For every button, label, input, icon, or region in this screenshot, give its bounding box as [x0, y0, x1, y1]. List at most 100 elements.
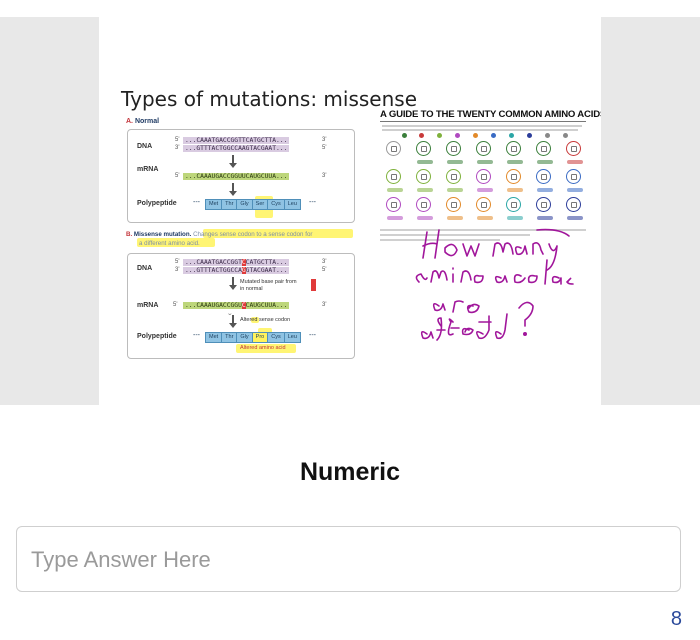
amino-acid: Gly: [237, 333, 253, 342]
note-line: in normal: [240, 286, 263, 292]
amino-acid: Thr: [222, 200, 238, 209]
dna-3-prime: 3': [175, 145, 180, 151]
chain-dash-right: ---: [309, 199, 316, 206]
structure-circle: [506, 169, 521, 184]
structure-label-bar: [537, 160, 553, 164]
dna-template-strand: ...GTTTACTGGCCAAGTACGAAT...: [183, 145, 290, 152]
guide-subtitle-line: [382, 125, 582, 127]
dna-5-prime-end: 5': [322, 145, 327, 151]
structure-circle: [506, 141, 521, 156]
structure-label-bar: [387, 188, 403, 192]
structure-circle: [566, 141, 581, 156]
structure-label-bar: [417, 216, 433, 220]
structure-circle: [446, 197, 461, 212]
structure-label-bar: [417, 160, 433, 164]
dna-label: DNA: [137, 143, 153, 150]
structure-label-bar: [447, 160, 463, 164]
dna-5-prime: 5': [175, 137, 180, 143]
altered-amino-acid: Pro: [252, 333, 269, 342]
structure-circle: [476, 169, 491, 184]
section-description-cont: a different amino acid.: [139, 240, 200, 247]
structure-label-bar: [447, 216, 463, 220]
dna-5-prime: 5': [175, 259, 180, 265]
highlighter-mark: [236, 344, 296, 353]
section-b-label: B. Missense mutation. Changes sense codo…: [126, 230, 312, 239]
structure-circle: [566, 169, 581, 184]
mutant-mrna-strand: ...CAAAUGACCGGUCCAUGCUUA...: [183, 302, 290, 309]
question-type-label: Numeric: [299, 458, 401, 486]
guide-footnote-line: [380, 239, 500, 241]
legend-dot: [545, 133, 550, 138]
structure-circle: [446, 169, 461, 184]
structure-circle: [386, 141, 401, 156]
legend-dot: [419, 133, 424, 138]
structure-circle: [386, 197, 401, 212]
highlighter-mark: [251, 317, 259, 323]
altered-codon-note: Altered sense codon: [240, 317, 291, 323]
structure-label-bar: [507, 160, 523, 164]
mrna-strand: ...CAAAUGACCGGUUCAUGCUUA...: [183, 173, 290, 180]
legend-dot: [563, 133, 568, 138]
amino-acid: Leu: [287, 334, 297, 340]
structure-circle: [416, 169, 431, 184]
structure-label-bar: [447, 188, 463, 192]
structure-circle: [446, 141, 461, 156]
section-name: Normal: [134, 118, 160, 125]
missense-panel: DNA 5' 3' ...CAAATGACCGGTCCATGCTTA... ..…: [127, 253, 355, 359]
structure-label-bar: [567, 216, 583, 220]
structure-circle: [416, 141, 431, 156]
structure-label-bar: [477, 188, 493, 192]
structure-circle: [566, 197, 581, 212]
slide-image: Types of mutations: missense A. Normal D…: [99, 17, 601, 405]
structure-label-bar: [417, 188, 433, 192]
guide-divider: [380, 121, 586, 122]
amino-acid: Cys: [268, 333, 285, 342]
amino-acid-guide-title: A GUIDE TO THE TWENTY COMMON AMINO ACIDS: [380, 109, 601, 120]
amino-acid: Met: [206, 333, 223, 342]
legend-dot: [473, 133, 478, 138]
answer-field-container[interactable]: [16, 526, 681, 592]
mrna-label: mRNA: [137, 302, 159, 309]
mutated-base-pair-swatch: [311, 279, 316, 291]
dna-3-prime-end: 3': [322, 259, 327, 265]
structure-label-bar: [507, 188, 523, 192]
structure-circle: [506, 197, 521, 212]
mutated-base-note: Mutated base pair from in normal: [240, 279, 297, 293]
mutated-base: G: [241, 267, 246, 274]
amino-acid: Leu: [287, 201, 297, 207]
guide-footnote-line: [380, 229, 586, 231]
amino-acid: Gly: [237, 200, 253, 209]
section-letter: B.: [126, 231, 133, 238]
structure-label-bar: [567, 160, 583, 164]
structure-label-bar: [537, 216, 553, 220]
dna-coding-strand: ...CAAATGACCGGTTCATGCTTA...: [183, 137, 290, 144]
mutant-dna-coding-strand: ...CAAATGACCGGTCCATGCTTA...: [183, 259, 290, 266]
highlighter-mark: [203, 229, 353, 238]
structure-label-bar: [477, 160, 493, 164]
note-line: Mutated base pair from: [240, 279, 297, 285]
answer-input[interactable]: [29, 539, 653, 581]
legend-dot: [527, 133, 532, 138]
normal-panel: DNA 5' 3' ...CAAATGACCGGTTCATGCTTA... ..…: [127, 129, 355, 223]
strand-segment: ...CAAAUGACCGGU: [185, 302, 242, 309]
structure-label-bar: [507, 216, 523, 220]
mrna-3-prime: 3': [322, 173, 327, 179]
translation-arrow: [229, 315, 237, 328]
legend-dot: [455, 133, 460, 138]
structure-label-bar: [477, 216, 493, 220]
amino-acid: Thr: [222, 333, 238, 342]
amino-acid: Cys: [268, 200, 285, 209]
structure-circle: [476, 141, 491, 156]
slide-title: Types of mutations: missense: [121, 87, 418, 111]
mutated-base: C: [241, 302, 246, 309]
structure-label-bar: [567, 188, 583, 192]
translation-arrow: [229, 183, 237, 196]
guide-subtitle-line: [382, 129, 578, 131]
mutant-dna-template-strand: ...GTTTACTGGCCAGGTACGAAT...: [183, 267, 290, 274]
handwritten-question-annotation: [415, 228, 574, 341]
structure-circle: [536, 197, 551, 212]
legend-dot: [402, 133, 407, 138]
guide-footnote-line: [380, 234, 530, 236]
